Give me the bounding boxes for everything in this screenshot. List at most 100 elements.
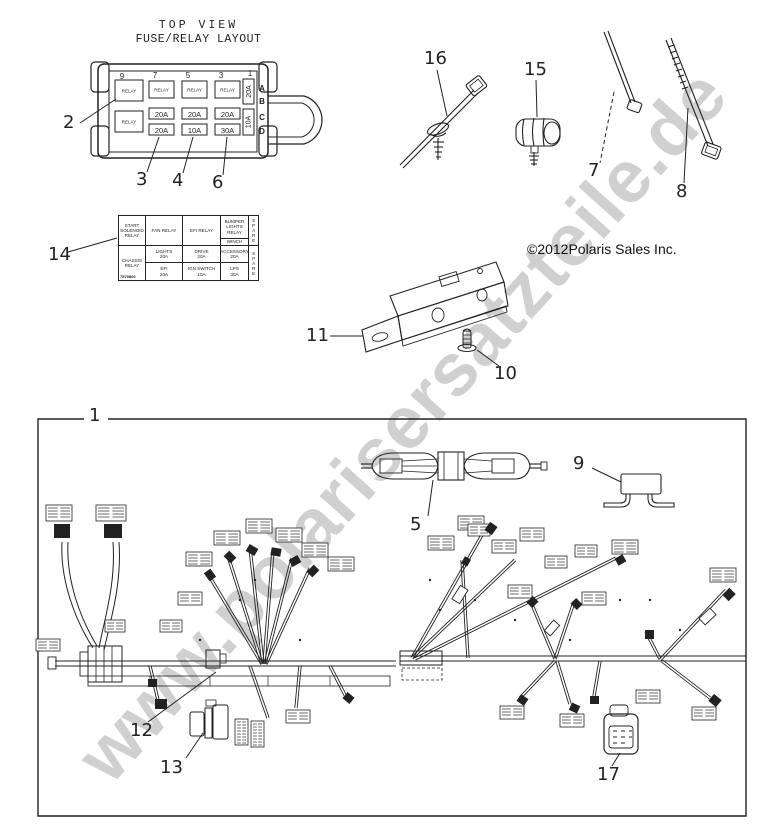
connector-end [645, 630, 654, 639]
rod-item8 [665, 37, 722, 160]
slot-number: 9 [120, 72, 125, 81]
copyright-text: ©2012Polaris Sales Inc. [527, 241, 677, 257]
legend-cell-spare-bottom: SPARE [249, 246, 259, 281]
callout-14: 14 [48, 244, 71, 265]
connector-label-tag [327, 556, 355, 572]
legend-cell-efi-relay: EFI RELAY [183, 216, 221, 246]
fuse-value: 20A [221, 110, 234, 119]
connector-end [484, 521, 498, 536]
connector-end [526, 595, 539, 609]
connector-end [590, 696, 599, 704]
connector-end [516, 694, 529, 706]
harness-branches [35, 504, 737, 748]
callout-2: 2 [63, 112, 75, 133]
legend-cell-efi-fuse: EFI 20A [146, 263, 183, 281]
fuse-layout-title-line2: FUSE/RELAY LAYOUT [135, 32, 262, 46]
fuse-value: 20A [155, 126, 168, 135]
legend-cell-bumper-lights-relay: BUMPER LIGHTS RELAY [221, 216, 249, 239]
slot-number: 5 [186, 71, 191, 80]
connector-end [203, 568, 217, 582]
callout-1: 1 [89, 405, 101, 426]
harness-loop [268, 95, 323, 145]
side-letter: C [259, 113, 265, 122]
connector-label-tag [185, 551, 213, 567]
connector-end [460, 556, 472, 567]
fuse-name: EFI [160, 266, 168, 272]
legend-cell-spare-top: SPARE [249, 216, 259, 246]
chassis-relay-label: CHASSIS RELAY [121, 257, 143, 268]
connector-end [148, 679, 157, 687]
fuse-value: 20A [155, 110, 168, 119]
side-fuse-value: 20A [246, 85, 253, 98]
connector-label-tag [245, 518, 273, 534]
relay-label: RELAY [220, 88, 235, 93]
slot-number: 3 [219, 71, 224, 80]
fuse-name: LIGHTS [155, 248, 173, 254]
legend-cell-ign-switch-fuse: IGN SWITCH 10A [183, 263, 221, 281]
callout-7: 7 [588, 160, 600, 181]
harness-boundary-box [37, 418, 747, 817]
connector-end [223, 550, 237, 564]
connector-label-tag [491, 539, 517, 554]
connector-end [245, 544, 259, 556]
relay-label: RELAY [187, 88, 202, 93]
fuse-layout-title-line1: TOP VIEW [158, 19, 239, 32]
callout-9: 9 [573, 453, 585, 474]
connector-end [270, 547, 282, 557]
connector-end [568, 702, 581, 714]
side-letter: D [259, 127, 265, 136]
connector-label-tag [234, 718, 249, 746]
connector-label-tag [691, 706, 717, 721]
connector-label-tag [611, 539, 639, 555]
side-letter: B [259, 97, 265, 106]
callout-17: 17 [597, 764, 620, 785]
harness-spine [47, 541, 746, 755]
connector-cap-item15 [515, 117, 561, 166]
callout-10: 10 [494, 363, 517, 384]
connector-item13 [189, 699, 229, 740]
fuse-relay-legend-table: START SOLENOID RELAY FAN RELAY EFI RELAY… [118, 215, 259, 281]
connector-label-tag [177, 591, 203, 606]
connector-label-tag [709, 567, 737, 583]
connector-end [54, 524, 70, 538]
callout-11: 11 [306, 325, 329, 346]
connector-end [342, 692, 355, 704]
callout-8: 8 [676, 181, 688, 202]
fuse-box-text: 9 7 5 3 1 A B C D RELAY RELAY RELAY RELA… [120, 69, 265, 136]
cable-tie-item16 [399, 75, 488, 169]
fuse-amp: 10A [197, 271, 206, 277]
side-letter: A [259, 84, 265, 93]
bracket-item11 [361, 261, 509, 353]
fuse-box-diagram [90, 61, 323, 159]
legend-cell-drive-fuse: DRIVE 20A [183, 246, 221, 263]
connector-label-tag [45, 504, 73, 522]
connector-label-tag [635, 689, 661, 704]
rod-item7 [603, 30, 643, 114]
connector-end [614, 554, 627, 566]
callout-12: 12 [130, 720, 153, 741]
callout-15: 15 [524, 59, 547, 80]
fuse-amp: 30A [230, 271, 239, 277]
callout-6: 6 [212, 172, 224, 193]
connector-end [104, 524, 122, 538]
connector-label-tag [213, 530, 241, 546]
relay-label: RELAY [122, 120, 137, 125]
connector-item17 [603, 704, 639, 755]
fuse-value: 10A [188, 126, 201, 135]
legend-cell-winch: WINCH [221, 239, 249, 246]
connector-label-tag [559, 713, 585, 728]
slot-number: 1 [248, 69, 253, 78]
side-fuse-value: 10A [246, 115, 253, 128]
fuse-name: LPS [230, 266, 239, 272]
connector-label-tag [519, 527, 545, 542]
fuse-name: ACCESSORY [221, 248, 249, 254]
callout-4: 4 [172, 170, 184, 191]
legend-cell-start-solenoid: START SOLENOID RELAY [119, 216, 146, 246]
legend-cell-accessory-fuse: ACCESSORY 20A [221, 246, 249, 263]
relay-label: RELAY [122, 89, 137, 94]
connector-label-tag [581, 591, 607, 606]
connector-label-tag [250, 720, 265, 748]
callout-16: 16 [424, 48, 447, 69]
slot-number: 7 [153, 71, 158, 80]
